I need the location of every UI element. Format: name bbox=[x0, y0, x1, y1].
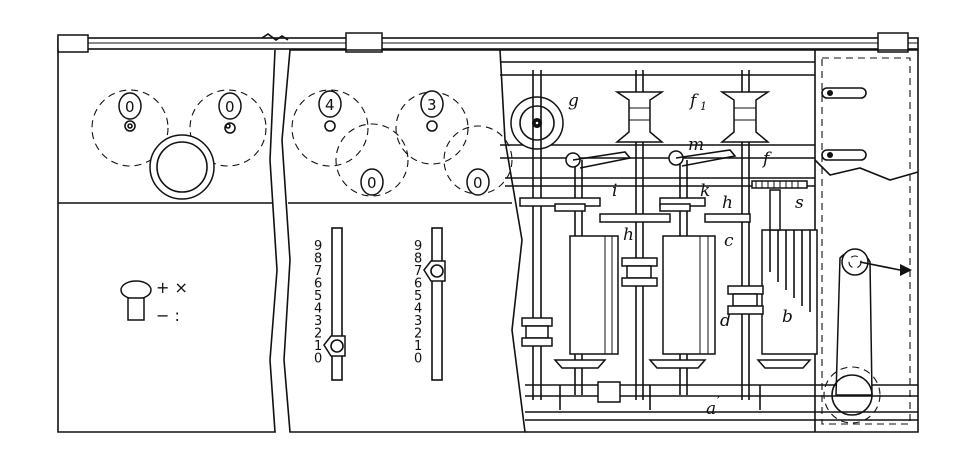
lower-wheels bbox=[553, 359, 812, 410]
result-dial-4: 3 bbox=[420, 90, 444, 132]
label-m: m bbox=[688, 135, 704, 155]
label-a-prime: ′ bbox=[717, 393, 721, 413]
result-digit-2: 0 bbox=[225, 98, 235, 116]
step-drum-1 bbox=[569, 235, 619, 355]
plates bbox=[519, 197, 751, 223]
label-g: g bbox=[568, 91, 579, 111]
result-dial-2: 0 bbox=[218, 92, 242, 134]
pinwheel-gear bbox=[510, 96, 564, 150]
label-i: i bbox=[612, 181, 617, 201]
levers bbox=[565, 149, 737, 169]
step-drum-3 bbox=[761, 229, 818, 355]
scale-digit: 3 bbox=[414, 314, 422, 329]
scale-digit: 0 bbox=[314, 352, 322, 367]
result-dial-1: 0 bbox=[118, 92, 142, 132]
lower-dial-2: 0 bbox=[466, 168, 490, 196]
result-dial-3: 4 bbox=[318, 90, 342, 132]
scale-digit: 9 bbox=[414, 239, 422, 254]
scale-digit: 4 bbox=[314, 302, 322, 317]
result-digit-1: 0 bbox=[125, 98, 135, 116]
right-housing bbox=[500, 49, 919, 433]
scale-1-slider bbox=[323, 335, 346, 357]
scale-digit: 6 bbox=[314, 277, 322, 292]
lower-digit-1: 0 bbox=[367, 174, 377, 192]
scale-digit: 3 bbox=[314, 314, 322, 329]
left-housing bbox=[57, 49, 278, 433]
scale-digit: 0 bbox=[414, 352, 422, 367]
add-multiply-sign: + × bbox=[156, 278, 188, 297]
label-h-right: h bbox=[722, 193, 733, 213]
scale-digit: 2 bbox=[414, 327, 422, 342]
scale-digit: 8 bbox=[414, 252, 422, 267]
pulleys bbox=[521, 257, 764, 347]
top-rail bbox=[57, 32, 919, 53]
label-k: k bbox=[700, 181, 710, 201]
label-h-left: h bbox=[623, 225, 634, 245]
part-labels: g f 1 m f i k s h h c d b a ′ bbox=[568, 91, 804, 419]
upper-spools bbox=[614, 91, 771, 143]
left-dial-group bbox=[91, 89, 267, 200]
scale-2-slider bbox=[423, 260, 446, 282]
label-f1-sub: 1 bbox=[700, 100, 707, 113]
scale-digit: 1 bbox=[314, 339, 322, 354]
result-digit-4: 3 bbox=[427, 96, 437, 114]
rack-s bbox=[751, 180, 808, 231]
scale-digit: 5 bbox=[414, 289, 422, 304]
label-a: a bbox=[706, 399, 716, 419]
label-s: s bbox=[795, 193, 804, 213]
subtract-divide-sign: − : bbox=[156, 306, 180, 325]
crank-handle[interactable] bbox=[823, 248, 912, 424]
scale-digit: 8 bbox=[314, 252, 322, 267]
label-b: b bbox=[782, 307, 793, 327]
scale-digit: 6 bbox=[414, 277, 422, 292]
operation-lever[interactable]: + × − : bbox=[120, 278, 188, 325]
label-c: c bbox=[724, 231, 734, 251]
scale-digit: 1 bbox=[414, 339, 422, 354]
label-f: f bbox=[761, 149, 772, 169]
label-f1: f bbox=[688, 91, 699, 111]
scale-digit: 7 bbox=[314, 264, 322, 279]
step-drum-2 bbox=[662, 235, 716, 355]
scale-digit: 9 bbox=[314, 239, 322, 254]
scale-digit: 2 bbox=[314, 327, 322, 342]
scale-digit: 5 bbox=[314, 289, 322, 304]
lower-dial-1: 0 bbox=[360, 168, 384, 196]
result-digit-3: 4 bbox=[325, 96, 335, 114]
label-d: d bbox=[720, 311, 731, 331]
scale-digit: 7 bbox=[414, 264, 422, 279]
scale-digit: 4 bbox=[414, 302, 422, 317]
lower-digit-2: 0 bbox=[473, 174, 483, 192]
